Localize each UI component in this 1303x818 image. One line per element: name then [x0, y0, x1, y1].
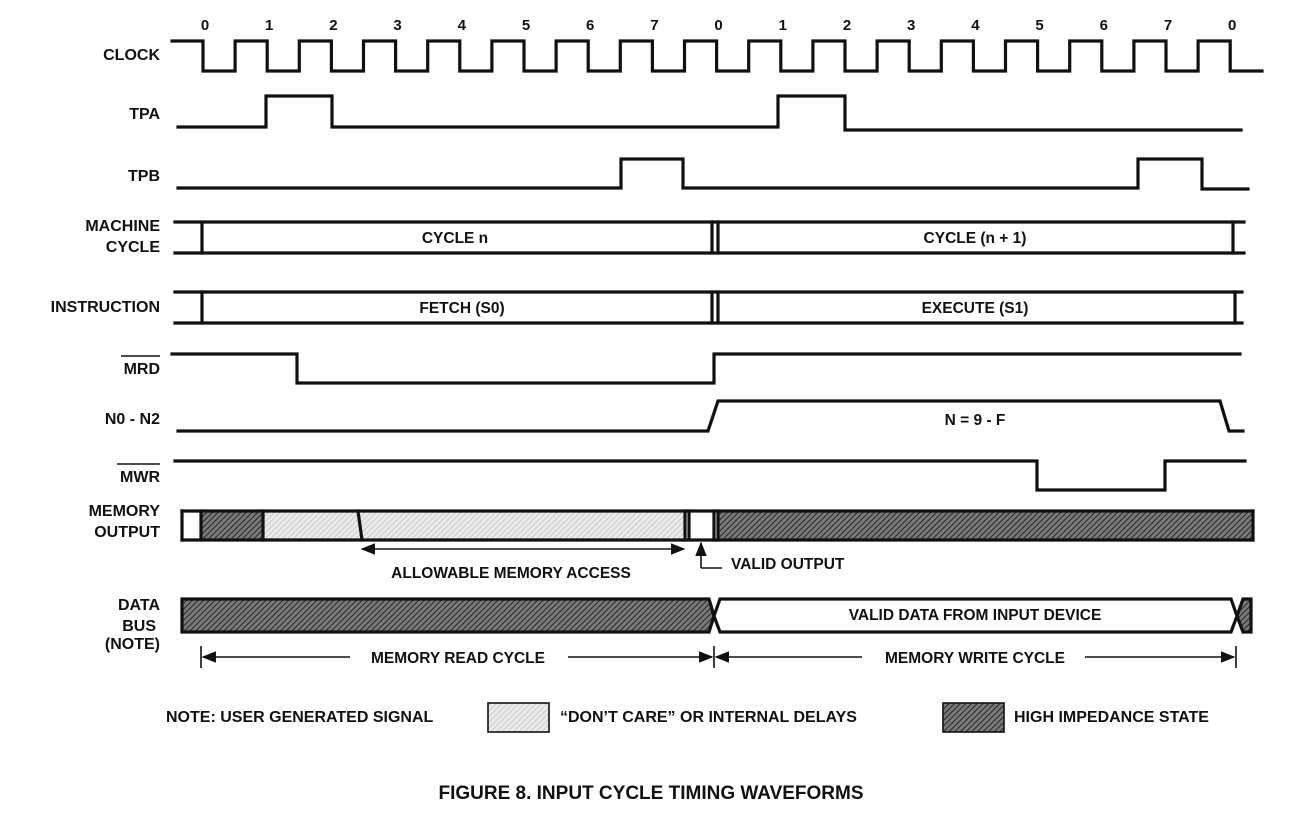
mwr-label: MWR	[120, 469, 160, 486]
memory-read-cycle-text: MEMORY READ CYCLE	[371, 650, 545, 667]
legend-dont-care-text: “DON’T CARE” OR INTERNAL DELAYS	[560, 709, 857, 726]
instruction-label: INSTRUCTION	[51, 299, 160, 316]
clock-phase-number: 0	[714, 17, 722, 34]
clock-phase-number: 2	[329, 17, 337, 34]
legend-high-impedance-swatch	[942, 702, 1005, 733]
cycle-n-text: CYCLE n	[422, 230, 488, 247]
clock-phase-number: 6	[1100, 17, 1108, 34]
clock-phase-number: 3	[907, 17, 915, 34]
allowable-memory-access-annotation: ALLOWABLE MEMORY ACCESS	[360, 543, 686, 582]
machine-cycle-bus: CYCLE n CYCLE (n + 1)	[173, 220, 1246, 255]
clock-waveform	[170, 39, 1264, 73]
cycle-n-plus-1-text: CYCLE (n + 1)	[924, 230, 1027, 247]
clock-phase-number: 1	[779, 17, 787, 34]
n0-n2-label: N0 - N2	[105, 411, 160, 428]
clock-phase-number: 2	[843, 17, 851, 34]
clock-phase-number: 3	[393, 17, 401, 34]
tpb-label: TPB	[128, 168, 160, 185]
n0-n2-waveform: N = 9 - F	[176, 399, 1245, 433]
data-bus-label-line2: BUS	[122, 618, 156, 635]
clock-phase-numbers: 0 1 2 3 4 5 6 7 0 1 2 3 4 5 6 7 0	[201, 17, 1237, 34]
legend-high-impedance-text: HIGH IMPEDANCE STATE	[1014, 709, 1209, 726]
clock-phase-number: 1	[265, 17, 273, 34]
valid-output-annotation: VALID OUTPUT	[695, 541, 845, 573]
valid-output-text: VALID OUTPUT	[731, 556, 845, 573]
clock-phase-number: 6	[586, 17, 594, 34]
clock-phase-number: 0	[1228, 17, 1236, 34]
tpb-waveform	[176, 157, 1250, 191]
clock-phase-number: 4	[458, 17, 467, 34]
data-bus-label-line1: DATA	[118, 597, 161, 614]
clock-label: CLOCK	[103, 47, 160, 64]
memory-output-label-line2: OUTPUT	[94, 524, 160, 541]
legend-note-text: NOTE: USER GENERATED SIGNAL	[166, 709, 434, 726]
clock-phase-number: 4	[971, 17, 980, 34]
clock-phase-number: 5	[522, 17, 530, 34]
fetch-s0-text: FETCH (S0)	[419, 300, 504, 317]
valid-data-text: VALID DATA FROM INPUT DEVICE	[849, 607, 1102, 624]
machine-cycle-label-line2: CYCLE	[106, 239, 161, 256]
data-bus-label-line3: (NOTE)	[105, 636, 160, 653]
machine-cycle-label-line1: MACHINE	[85, 218, 160, 235]
clock-phase-number: 0	[201, 17, 209, 34]
mrd-waveform	[170, 352, 1242, 385]
legend: NOTE: USER GENERATED SIGNAL “DON’T CARE”…	[166, 702, 1209, 733]
clock-phase-number: 7	[1164, 17, 1172, 34]
memory-output-label-line1: MEMORY	[89, 503, 161, 520]
instruction-bus: FETCH (S0) EXECUTE (S1)	[173, 290, 1244, 325]
memory-cycle-annotations: MEMORY READ CYCLE MEMORY WRITE CYCLE	[200, 646, 1237, 668]
figure-caption: FIGURE 8. INPUT CYCLE TIMING WAVEFORMS	[438, 783, 863, 804]
memory-write-cycle-text: MEMORY WRITE CYCLE	[885, 650, 1065, 667]
n-value-text: N = 9 - F	[945, 412, 1006, 429]
allowable-memory-access-text: ALLOWABLE MEMORY ACCESS	[391, 565, 631, 582]
execute-s1-text: EXECUTE (S1)	[922, 300, 1029, 317]
legend-dont-care-swatch	[487, 702, 550, 733]
data-bus: VALID DATA FROM INPUT DEVICE	[180, 597, 1253, 634]
clock-phase-number: 5	[1035, 17, 1043, 34]
mwr-waveform	[173, 459, 1247, 492]
mrd-label: MRD	[124, 361, 160, 378]
memory-output-bus	[180, 509, 1255, 542]
tpa-waveform	[176, 94, 1243, 132]
clock-phase-number: 7	[650, 17, 658, 34]
tpa-label: TPA	[129, 106, 160, 123]
